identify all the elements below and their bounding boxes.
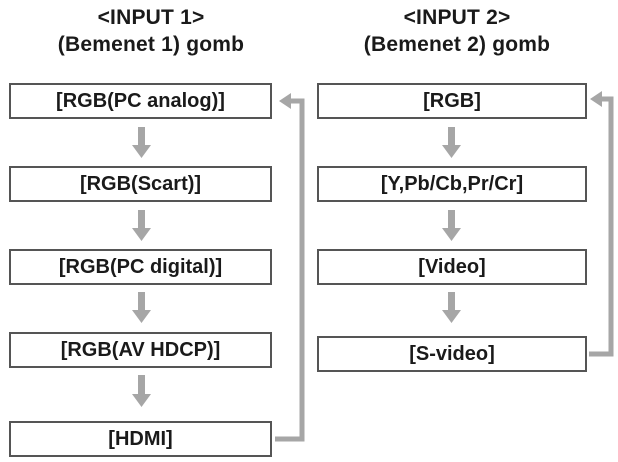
input-1-title: <INPUT 1> (Bemenet 1) gomb [10,4,292,58]
arrow-down-icon [442,127,461,158]
input-1-option-hdmi: [HDMI] [9,421,272,457]
input-2-title-line2: (Bemenet 2) gomb [363,33,551,56]
input-2-option-s-video: [S-video] [317,336,587,372]
input-2-option-video: [Video] [317,249,587,285]
arrow-down-icon [132,375,151,407]
input-2-option-rgb: [RGB] [317,83,587,119]
input-1-option-rgb-scart: [RGB(Scart)] [9,166,272,202]
arrow-down-icon [132,292,151,323]
input-1-option-rgb-av-hdcp: [RGB(AV HDCP)] [9,332,272,368]
arrow-down-icon [132,127,151,158]
arrow-down-icon [132,210,151,241]
input-1-option-rgb-pc-digital: [RGB(PC digital)] [9,249,272,285]
loop-back-arrow-icon [275,93,305,442]
input-1-option-rgb-pc-analog: [RGB(PC analog)] [9,83,272,119]
arrow-down-icon [442,210,461,241]
input-1-title-line1: <INPUT 1> [97,6,205,29]
arrow-down-icon [442,292,461,323]
loop-back-arrow-icon [589,91,614,357]
input-1-title-line2: (Bemenet 1) gomb [57,33,245,56]
input-2-title: <INPUT 2> (Bemenet 2) gomb [312,4,602,58]
input-2-option-ypbpr: [Y,Pb/Cb,Pr/Cr] [317,166,587,202]
input-2-title-line1: <INPUT 2> [403,6,511,29]
